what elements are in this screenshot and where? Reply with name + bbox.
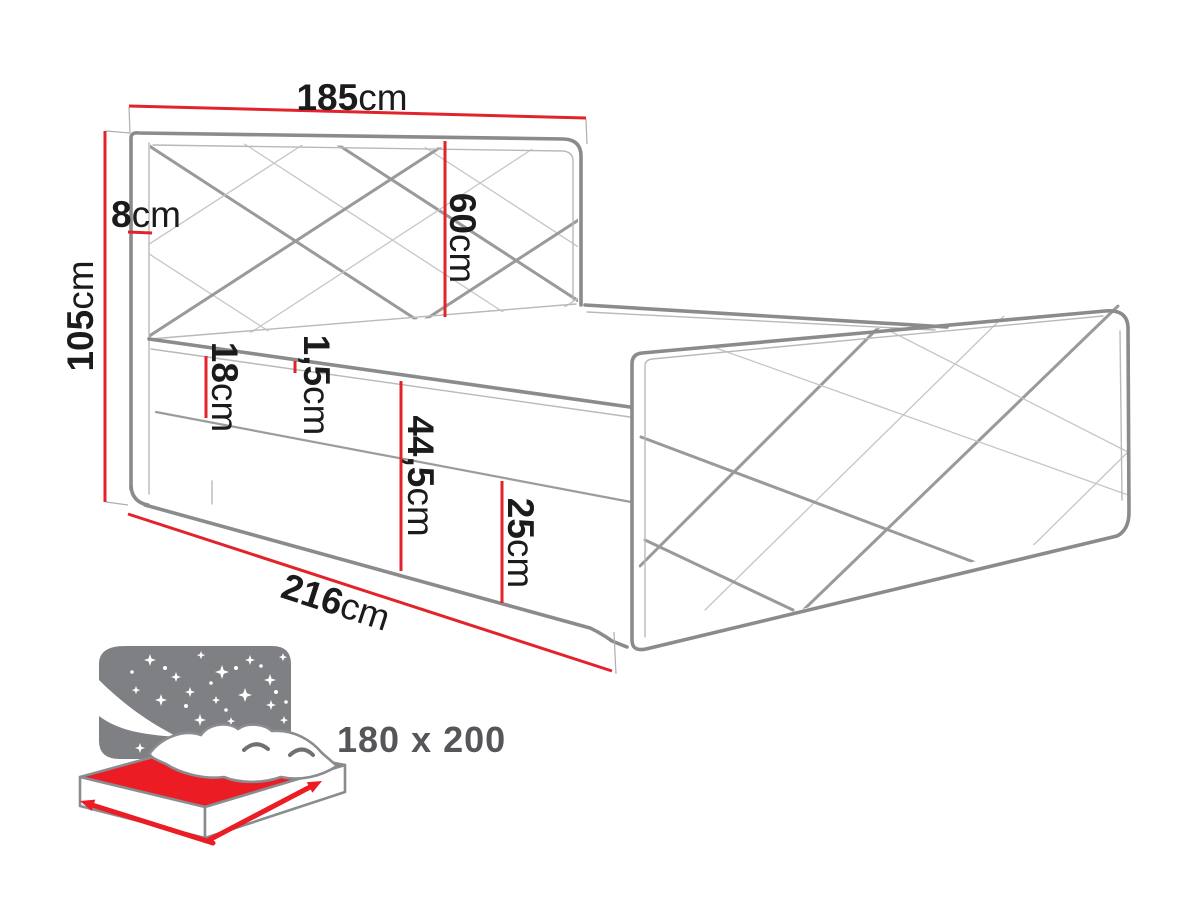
label-topper-height: 1,5cm [296, 335, 337, 436]
label-total-height: 105cm [60, 260, 101, 371]
bed-size-icon: 180 x 200 [78, 646, 506, 846]
label-length: 216cm [277, 565, 395, 638]
dim-line-width [128, 104, 587, 120]
label-mattress-height: 18cm [204, 342, 245, 432]
icon-dimension-arrows [80, 781, 322, 846]
size-label: 180 x 200 [337, 719, 506, 760]
dim-tick-headboard-thickness [127, 230, 153, 235]
headboard-quilt-pattern [149, 142, 578, 341]
label-headboard-height: 60cm [442, 193, 483, 283]
label-headboard-thickness: 8cm [111, 194, 181, 235]
icon-stars [130, 651, 289, 753]
label-side-height: 44,5cm [400, 415, 441, 536]
icon-moon-swoosh [99, 680, 178, 737]
bed-drawing [129, 131, 1131, 654]
label-base-height: 25cm [500, 498, 541, 588]
dimension-lines [103, 104, 617, 675]
label-width: 185cm [296, 77, 407, 118]
icon-duvet [148, 723, 339, 784]
mattress-and-base [143, 303, 949, 649]
headboard [129, 131, 583, 507]
footboard [630, 309, 1131, 652]
dimension-labels: 185cm 105cm 8cm 60cm 18cm 1,5cm 44,5cm 2… [60, 77, 541, 639]
footboard-quilt-pattern [638, 304, 1131, 654]
icon-pillow-marks [242, 742, 315, 757]
dim-line-length [127, 512, 613, 673]
